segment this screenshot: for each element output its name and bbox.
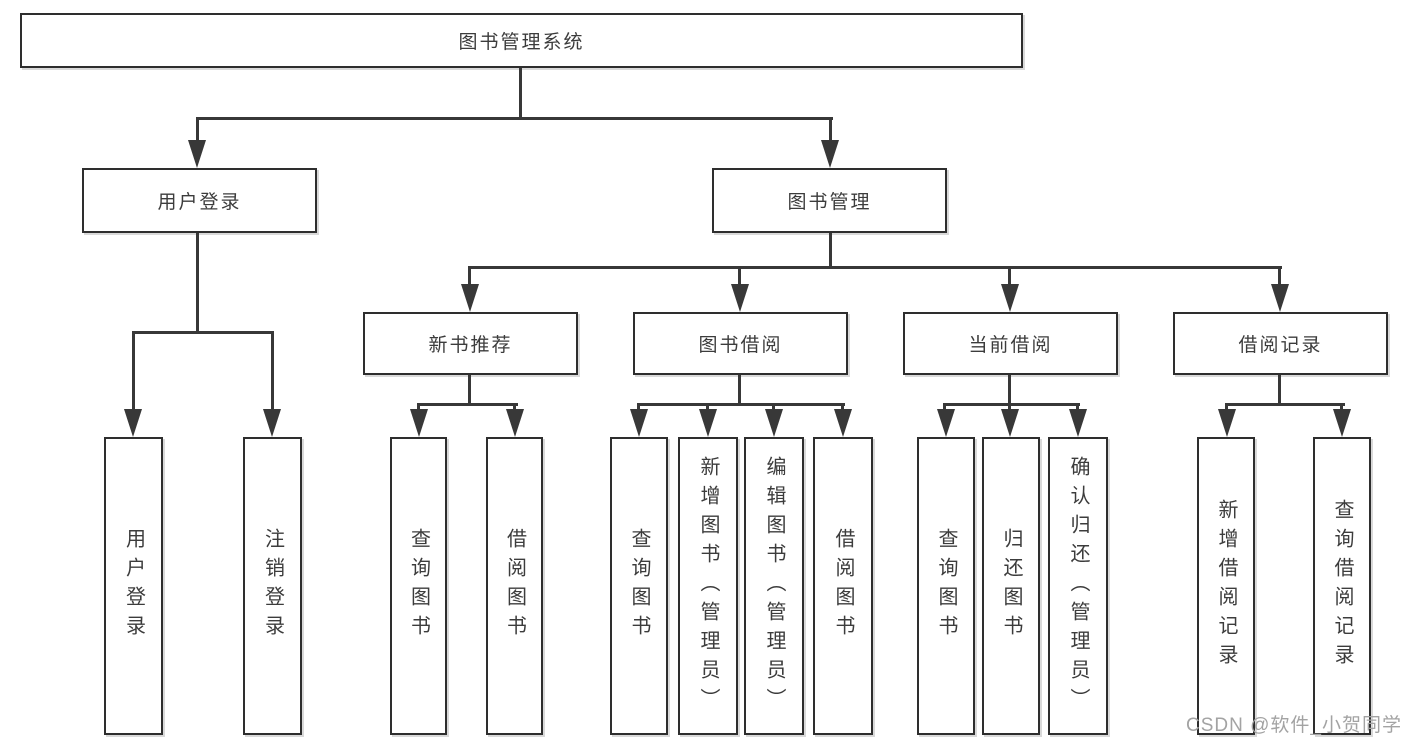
node-label: 图书管理系统 — [458, 32, 585, 53]
connector-line — [196, 117, 833, 120]
connector-line — [417, 403, 420, 412]
connector-line — [1076, 403, 1079, 412]
node-current-borrowing: 当前借阅 — [903, 312, 1118, 375]
connector-line — [1008, 375, 1011, 406]
leaf-logout-login: 注销登录 — [243, 437, 302, 735]
leaf-label: 借阅图书 — [832, 528, 854, 644]
node-borrowing-records: 借阅记录 — [1173, 312, 1388, 375]
arrowhead-down-icon — [1218, 409, 1236, 437]
arrowhead-down-icon — [630, 409, 648, 437]
connector-line — [943, 403, 946, 412]
leaf-label: 编辑图书（管理员） — [763, 455, 785, 717]
arrowhead-down-icon — [263, 409, 281, 437]
arrowhead-down-icon — [1069, 409, 1087, 437]
connector-line — [841, 403, 844, 412]
connector-line — [706, 403, 709, 412]
arrowhead-down-icon — [461, 284, 479, 312]
leaf-query-borrow-record: 查询借阅记录 — [1313, 437, 1371, 735]
leaf-user-login: 用户登录 — [104, 437, 163, 735]
leaf-label: 查询图书 — [628, 528, 650, 644]
connector-line — [1225, 403, 1228, 412]
connector-line — [1008, 403, 1011, 412]
connector-line — [1278, 266, 1281, 284]
arrowhead-down-icon — [731, 284, 749, 312]
leaf-label: 查询借阅记录 — [1331, 499, 1353, 673]
connector-line — [468, 266, 471, 284]
leaf-add-book-admin: 新增图书（管理员） — [678, 437, 738, 735]
csdn-watermark: CSDN @软件_小贺同学 — [1186, 715, 1402, 736]
arrowhead-down-icon — [410, 409, 428, 437]
connector-line — [196, 117, 199, 143]
node-label: 借阅记录 — [1238, 335, 1323, 356]
connector-line — [772, 403, 775, 412]
arrowhead-down-icon — [821, 140, 839, 168]
connector-line — [417, 403, 518, 406]
arrowhead-down-icon — [1271, 284, 1289, 312]
connector-line — [196, 233, 199, 334]
leaf-label: 注销登录 — [261, 528, 284, 644]
leaf-query-books: 查询图书 — [917, 437, 975, 735]
node-label: 图书借阅 — [698, 335, 783, 356]
leaf-query-books: 查询图书 — [610, 437, 668, 735]
node-root-library-system: 图书管理系统 — [20, 13, 1023, 68]
leaf-label: 查询图书 — [407, 528, 430, 644]
node-label: 用户登录 — [157, 192, 242, 213]
arrowhead-down-icon — [834, 409, 852, 437]
leaf-confirm-return-admin: 确认归还（管理员） — [1048, 437, 1108, 735]
leaf-return-books: 归还图书 — [982, 437, 1040, 735]
node-book-borrowing: 图书借阅 — [633, 312, 848, 375]
connector-line — [468, 375, 471, 406]
connector-line — [1225, 403, 1345, 406]
arrowhead-down-icon — [1001, 409, 1019, 437]
connector-line — [637, 403, 640, 412]
connector-line — [132, 331, 135, 411]
leaf-add-borrow-record: 新增借阅记录 — [1197, 437, 1255, 735]
connector-line — [943, 403, 1080, 406]
connector-line — [829, 117, 832, 143]
leaf-borrow-books: 借阅图书 — [486, 437, 543, 735]
arrowhead-down-icon — [937, 409, 955, 437]
connector-line — [738, 375, 741, 406]
arrowhead-down-icon — [765, 409, 783, 437]
leaf-label: 借阅图书 — [503, 528, 526, 644]
node-user-login: 用户登录 — [82, 168, 317, 233]
connector-line — [829, 233, 832, 269]
node-new-book-recommend: 新书推荐 — [363, 312, 578, 375]
leaf-label: 新增借阅记录 — [1215, 499, 1237, 673]
node-label: 新书推荐 — [428, 335, 513, 356]
arrowhead-down-icon — [1333, 409, 1351, 437]
leaf-label: 确认归还（管理员） — [1067, 455, 1089, 717]
connector-line — [1008, 266, 1011, 284]
node-label: 当前借阅 — [968, 335, 1053, 356]
leaf-borrow-books: 借阅图书 — [813, 437, 873, 735]
connector-line — [132, 331, 274, 334]
arrowhead-down-icon — [1001, 284, 1019, 312]
leaf-label: 查询图书 — [935, 528, 957, 644]
connector-line — [271, 331, 274, 411]
connector-line — [1340, 403, 1343, 412]
connector-line — [513, 403, 516, 412]
arrowhead-down-icon — [506, 409, 524, 437]
connector-line — [1278, 375, 1281, 406]
connector-line — [738, 266, 741, 284]
arrowhead-down-icon — [699, 409, 717, 437]
leaf-label: 归还图书 — [1000, 528, 1022, 644]
leaf-label: 新增图书（管理员） — [697, 455, 719, 717]
arrowhead-down-icon — [188, 140, 206, 168]
node-label: 图书管理 — [787, 192, 872, 213]
connector-line — [519, 68, 522, 119]
connector-line — [637, 403, 845, 406]
node-book-management: 图书管理 — [712, 168, 947, 233]
connector-line — [468, 266, 1282, 269]
leaf-label: 用户登录 — [122, 528, 145, 644]
leaf-query-books: 查询图书 — [390, 437, 447, 735]
leaf-edit-book-admin: 编辑图书（管理员） — [744, 437, 804, 735]
arrowhead-down-icon — [124, 409, 142, 437]
